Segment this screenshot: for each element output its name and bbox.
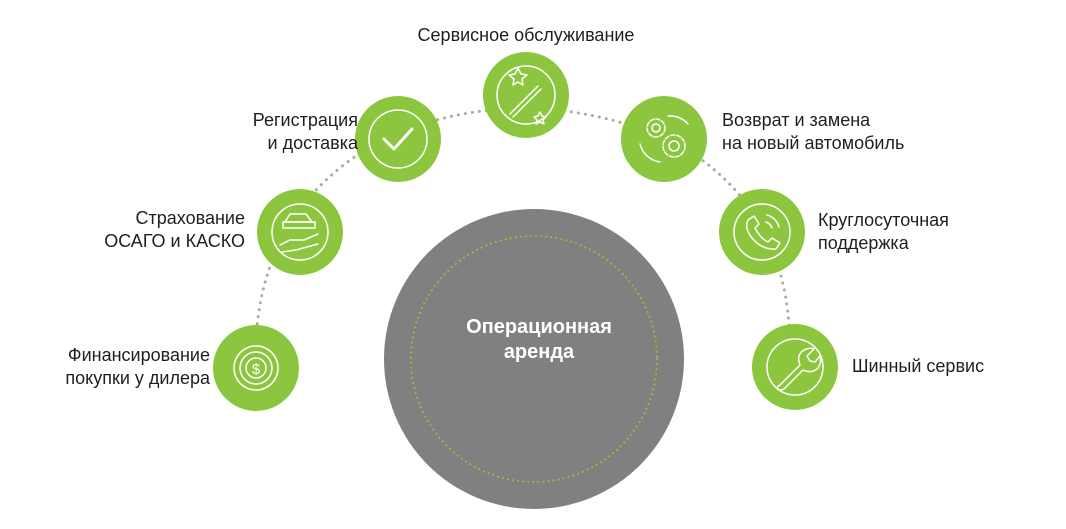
- label-service-line1: Сервисное обслуживание: [417, 25, 635, 45]
- label-tires-line1: Шинный сервис: [852, 356, 985, 376]
- center-inner-dotted-ring: [410, 235, 658, 483]
- label-registration: Регистрация и доставка: [253, 109, 358, 155]
- gears-icon: [639, 115, 689, 163]
- node-service: [483, 52, 569, 138]
- label-service: Сервисное обслуживание: [396, 24, 656, 47]
- checkmark-icon: [368, 109, 428, 169]
- hand-car-icon: [271, 203, 329, 261]
- money-target-icon: $: [233, 345, 279, 391]
- label-financing-line1: Финансирование: [67, 345, 210, 365]
- node-tires: [752, 324, 838, 410]
- magic-wand-icon: [496, 65, 556, 125]
- node-financing: $: [213, 325, 299, 411]
- label-tires: Шинный сервис: [852, 355, 984, 378]
- node-return: [621, 96, 707, 182]
- label-insurance: Страхование ОСАГО и КАСКО: [104, 207, 245, 253]
- label-registration-line2: и доставка: [267, 133, 358, 153]
- label-return-line2: на новый автомобиль: [722, 133, 905, 153]
- label-support-line2: поддержка: [818, 233, 909, 253]
- label-financing-line2: покупки у дилера: [65, 368, 210, 388]
- svg-text:$: $: [252, 361, 261, 378]
- label-insurance-line1: Страхование: [135, 208, 245, 228]
- label-insurance-line2: ОСАГО и КАСКО: [104, 231, 245, 251]
- center-title-line2: аренда: [503, 341, 575, 363]
- center-title-line1: Операционная: [466, 316, 612, 338]
- label-financing: Финансирование покупки у дилера: [65, 344, 210, 390]
- label-return-line1: Возврат и замена: [722, 110, 871, 130]
- label-support: Круглосуточная поддержка: [818, 209, 949, 255]
- label-registration-line1: Регистрация: [252, 110, 358, 130]
- phone-icon: [733, 203, 791, 261]
- center-title: Операционная аренда: [404, 315, 674, 365]
- node-registration: [355, 96, 441, 182]
- label-support-line1: Круглосуточная: [818, 210, 949, 230]
- node-insurance: [257, 189, 343, 275]
- center-circle: [384, 209, 684, 509]
- label-return: Возврат и замена на новый автомобиль: [722, 109, 904, 155]
- node-support: [719, 189, 805, 275]
- wrench-icon: [766, 338, 824, 396]
